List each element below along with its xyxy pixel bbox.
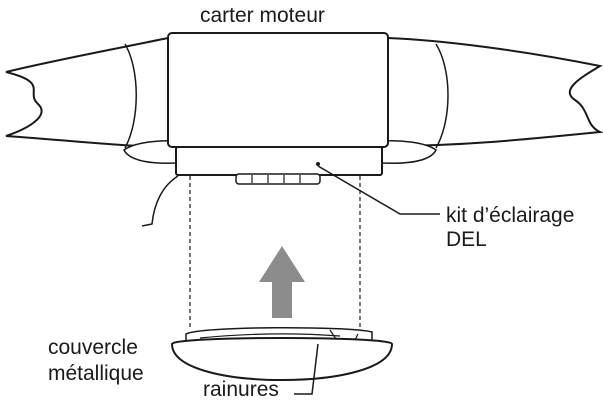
label-couvercle: couvercle <box>48 336 138 359</box>
metal-cover-groove <box>199 333 341 339</box>
led-kit <box>235 173 321 185</box>
label-carter-moteur: carter moteur <box>200 4 325 27</box>
frame-arm-left-detail <box>124 43 137 149</box>
motor-housing-base <box>175 146 383 176</box>
frame-arm-right-ring <box>381 140 437 164</box>
motor-housing <box>167 32 389 148</box>
frame-arm-left <box>5 36 169 148</box>
frame-arm-right-detail <box>435 43 449 149</box>
leader-kit <box>317 165 440 215</box>
label-rainures: rainures <box>203 378 279 401</box>
leader-left <box>141 175 179 227</box>
led-kit-dot <box>316 162 320 166</box>
frame-arm-right <box>387 36 603 148</box>
label-metallique: métallique <box>48 362 144 385</box>
label-kit-eclairage: kit d’éclairage <box>446 204 575 227</box>
up-arrow-icon <box>259 246 305 318</box>
leader-rainures <box>294 343 319 395</box>
metal-cover <box>170 337 394 382</box>
label-del: DEL <box>446 228 487 251</box>
